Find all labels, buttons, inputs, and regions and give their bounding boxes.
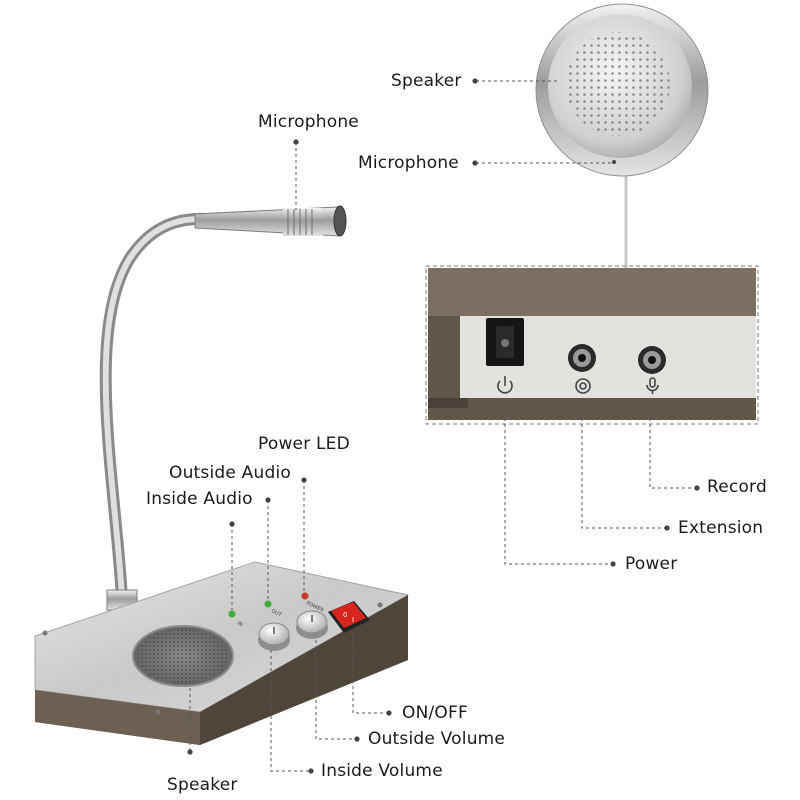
leader-dots	[187, 78, 700, 774]
remote-speaker-unit	[535, 3, 709, 270]
label-outside-audio: Outside Audio	[169, 463, 291, 483]
extension-icon	[575, 378, 591, 394]
back-panel-view	[425, 265, 759, 425]
label-extension: Extension	[678, 518, 764, 538]
label-power: Power	[625, 554, 678, 574]
panel-mark-out: OUT	[270, 608, 283, 618]
out-led	[264, 600, 272, 608]
label-on-off: ON/OFF	[402, 703, 468, 723]
label-outside-volume: Outside Volume	[368, 729, 506, 749]
on-off-switch: 0 I	[328, 601, 370, 633]
leader-lines	[189, 80, 696, 772]
label-speaker-base: Speaker	[167, 775, 238, 795]
inside-volume-knob	[258, 622, 290, 651]
svg-text:0: 0	[343, 611, 347, 619]
in-led	[228, 610, 236, 618]
svg-text:I: I	[352, 616, 354, 624]
desk-base-unit: 0 I IN OUT POWER	[34, 561, 410, 745]
mic-icon	[646, 377, 659, 394]
power-led	[301, 592, 309, 600]
power-icon	[497, 376, 513, 394]
label-inside-volume: Inside Volume	[321, 761, 443, 781]
label-microphone-gooseneck: Microphone	[258, 112, 359, 132]
outside-volume-knob	[296, 610, 328, 639]
label-speaker-remote: Speaker	[391, 71, 462, 91]
panel-mark-in: IN	[236, 620, 243, 628]
gooseneck-microphone	[99, 205, 347, 611]
label-power-led: Power LED	[258, 434, 350, 454]
label-microphone-remote: Microphone	[358, 153, 459, 173]
label-inside-audio: Inside Audio	[146, 489, 253, 509]
label-record: Record	[707, 477, 767, 497]
